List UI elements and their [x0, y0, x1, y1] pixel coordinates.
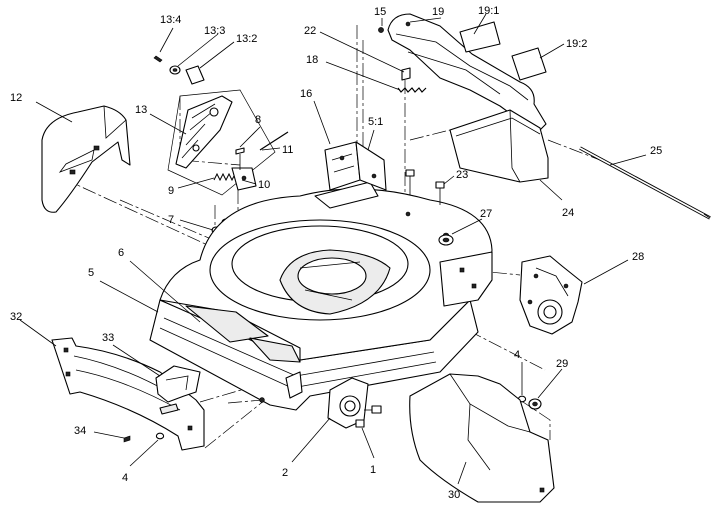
callout-29: 29 — [556, 358, 568, 370]
part-32-front-skirt — [51, 337, 205, 451]
callout-19-2: 19:2 — [566, 38, 587, 50]
part-18-spring — [397, 87, 427, 93]
callout-32: 32 — [10, 311, 22, 323]
callout-12: 12 — [10, 92, 22, 104]
part-22-clip — [401, 67, 411, 81]
part-34-bolt — [123, 435, 131, 443]
callout-16: 16 — [300, 88, 312, 100]
part-4-nut-left — [155, 432, 165, 440]
part-15-screw — [378, 27, 384, 33]
callout-13-3: 13:3 — [204, 25, 225, 37]
callout-24: 24 — [562, 207, 574, 219]
callout-11: 11 — [282, 144, 293, 156]
callout-15: 15 — [374, 6, 386, 18]
part-23-bolts — [405, 169, 445, 205]
callout-18: 18 — [306, 54, 318, 66]
callout-6: 6 — [118, 247, 124, 259]
callout-23: 23 — [456, 169, 468, 181]
callouts: 1 2 4 4 5 5:1 6 7 8 9 10 11 12 13 13:2 1… — [10, 5, 662, 501]
callout-27: 27 — [480, 208, 492, 220]
part-33-front-guard — [155, 365, 201, 415]
part-27-nut — [438, 234, 454, 246]
part-13-handle-bracket — [153, 55, 289, 196]
callout-10: 10 — [258, 179, 270, 191]
callout-13: 13 — [135, 104, 147, 116]
callout-7: 7 — [168, 214, 174, 226]
part-28-wheel-bracket — [519, 255, 583, 335]
callout-9: 9 — [168, 185, 174, 197]
part-19-1-decal — [459, 21, 501, 53]
callout-25: 25 — [650, 145, 662, 157]
callout-2: 2 — [282, 467, 288, 479]
part-16-height-bracket — [324, 141, 387, 191]
part-24-rear-chute — [449, 109, 549, 183]
callout-30: 30 — [448, 489, 460, 501]
callout-22: 22 — [304, 25, 316, 37]
part-19-2-decal — [511, 47, 547, 81]
callout-13-2: 13:2 — [236, 33, 257, 45]
callout-8: 8 — [255, 114, 261, 126]
part-5-mower-deck — [149, 181, 493, 411]
part-29-washer — [528, 398, 542, 410]
part-12-rear-flap — [41, 105, 131, 213]
callout-1: 1 — [370, 464, 376, 476]
part-30-side-discharge — [409, 373, 555, 503]
part-25-axle-rod — [579, 146, 711, 220]
callout-5-1: 5:1 — [368, 116, 383, 128]
callout-13-4: 13:4 — [160, 14, 181, 26]
callout-5: 5 — [88, 267, 94, 279]
callout-19: 19 — [432, 6, 444, 18]
callout-4-right: 4 — [514, 349, 520, 361]
part-1-bolts — [355, 405, 382, 428]
callout-28: 28 — [632, 251, 644, 263]
callout-4-left: 4 — [122, 472, 128, 484]
leader-lines — [19, 13, 647, 485]
callout-19-1: 19:1 — [478, 5, 499, 17]
callout-34: 34 — [74, 425, 86, 437]
callout-33: 33 — [102, 332, 114, 344]
